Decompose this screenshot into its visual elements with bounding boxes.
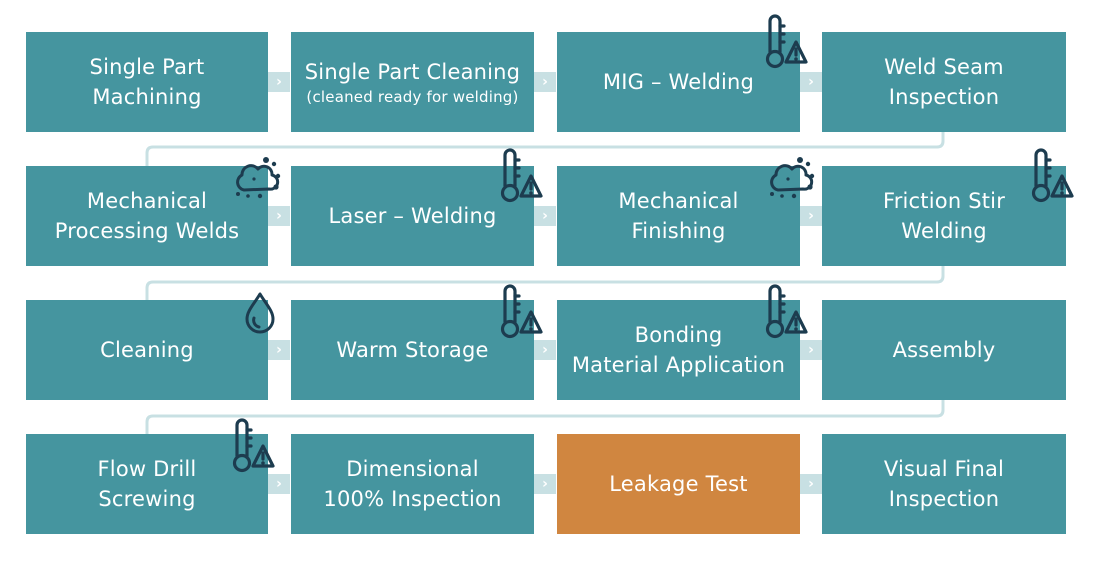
connector-arrow: ›: [534, 206, 556, 226]
connector-arrow: ›: [534, 340, 556, 360]
step-cleaning: Cleaning: [26, 300, 268, 400]
connector-arrow: ›: [800, 72, 822, 92]
step-flow-drill-screwing: Flow Drill Screwing: [26, 434, 268, 534]
connector-arrow: ›: [800, 206, 822, 226]
step-label: Dimensional: [346, 457, 479, 481]
heat-warning-icon: [500, 148, 543, 203]
step-label: Single Part Cleaning: [304, 60, 521, 84]
step-label: Flow Drill: [97, 457, 197, 481]
step-label: Inspection: [888, 487, 1000, 511]
step-friction-stir-welding: Friction Stir Welding: [822, 166, 1066, 266]
step-label: Screwing: [98, 487, 196, 511]
step-label: Finishing: [631, 219, 726, 243]
step-warm-storage: Warm Storage: [291, 300, 534, 400]
step-single-part-cleaning: Single Part Cleaning (cleaned ready for …: [291, 32, 534, 132]
step-label: Weld Seam: [884, 55, 1004, 79]
step-sublabel: (cleaned ready for welding): [306, 88, 519, 106]
connector-arrow: ›: [268, 340, 290, 360]
heat-warning-icon: [500, 284, 543, 339]
step-label: Visual Final: [883, 457, 1005, 481]
connector-arrow: ›: [800, 340, 822, 360]
step-label: 100% Inspection: [323, 487, 502, 511]
step-mechanical-finishing: Mechanical Finishing: [557, 166, 800, 266]
step-label: Cleaning: [100, 338, 194, 362]
step-label: Material Application: [571, 353, 786, 377]
step-dimensional-inspection: Dimensional 100% Inspection: [291, 434, 534, 534]
step-label: Leakage Test: [609, 472, 748, 496]
connector-arrow: ›: [534, 72, 556, 92]
step-label: Warm Storage: [336, 338, 489, 362]
step-bonding-material-application: Bonding Material Application: [557, 300, 800, 400]
step-label: Processing Welds: [54, 219, 240, 243]
connector-arrow: ›: [268, 72, 290, 92]
connector-arrow: ›: [268, 206, 290, 226]
step-leakage-test: Leakage Test: [557, 434, 800, 534]
step-mechanical-processing-welds: Mechanical Processing Welds: [26, 166, 268, 266]
step-label: Welding: [901, 219, 987, 243]
return-line-1: [145, 132, 945, 166]
step-laser-welding: Laser – Welding: [291, 166, 534, 266]
step-mig-welding: MIG – Welding: [557, 32, 800, 132]
step-label: Single Part: [89, 55, 205, 79]
step-weld-seam-inspection: Weld Seam Inspection: [822, 32, 1066, 132]
connector-arrow: ›: [534, 474, 556, 494]
water-drop-icon: [245, 292, 275, 334]
step-label: Machining: [92, 85, 202, 109]
step-label: Assembly: [892, 338, 996, 362]
step-single-part-machining: Single Part Machining: [26, 32, 268, 132]
heat-warning-icon: [232, 418, 275, 473]
heat-warning-icon: [1031, 148, 1074, 203]
dust-cloud-icon: [236, 157, 281, 199]
dust-cloud-icon: [770, 157, 815, 199]
step-label: Mechanical: [618, 189, 739, 213]
return-line-3: [145, 400, 945, 434]
heat-warning-icon: [765, 14, 808, 69]
step-label: Laser – Welding: [328, 204, 497, 228]
step-label: Inspection: [888, 85, 1000, 109]
return-line-2: [145, 266, 945, 300]
connector-arrow: ›: [268, 474, 290, 494]
step-assembly: Assembly: [822, 300, 1066, 400]
step-label: Bonding: [634, 323, 723, 347]
heat-warning-icon: [765, 284, 808, 339]
step-label: MIG – Welding: [602, 70, 755, 94]
connector-arrow: ›: [800, 474, 822, 494]
step-label: Friction Stir: [882, 189, 1006, 213]
step-label: Mechanical: [86, 189, 208, 213]
step-visual-final-inspection: Visual Final Inspection: [822, 434, 1066, 534]
